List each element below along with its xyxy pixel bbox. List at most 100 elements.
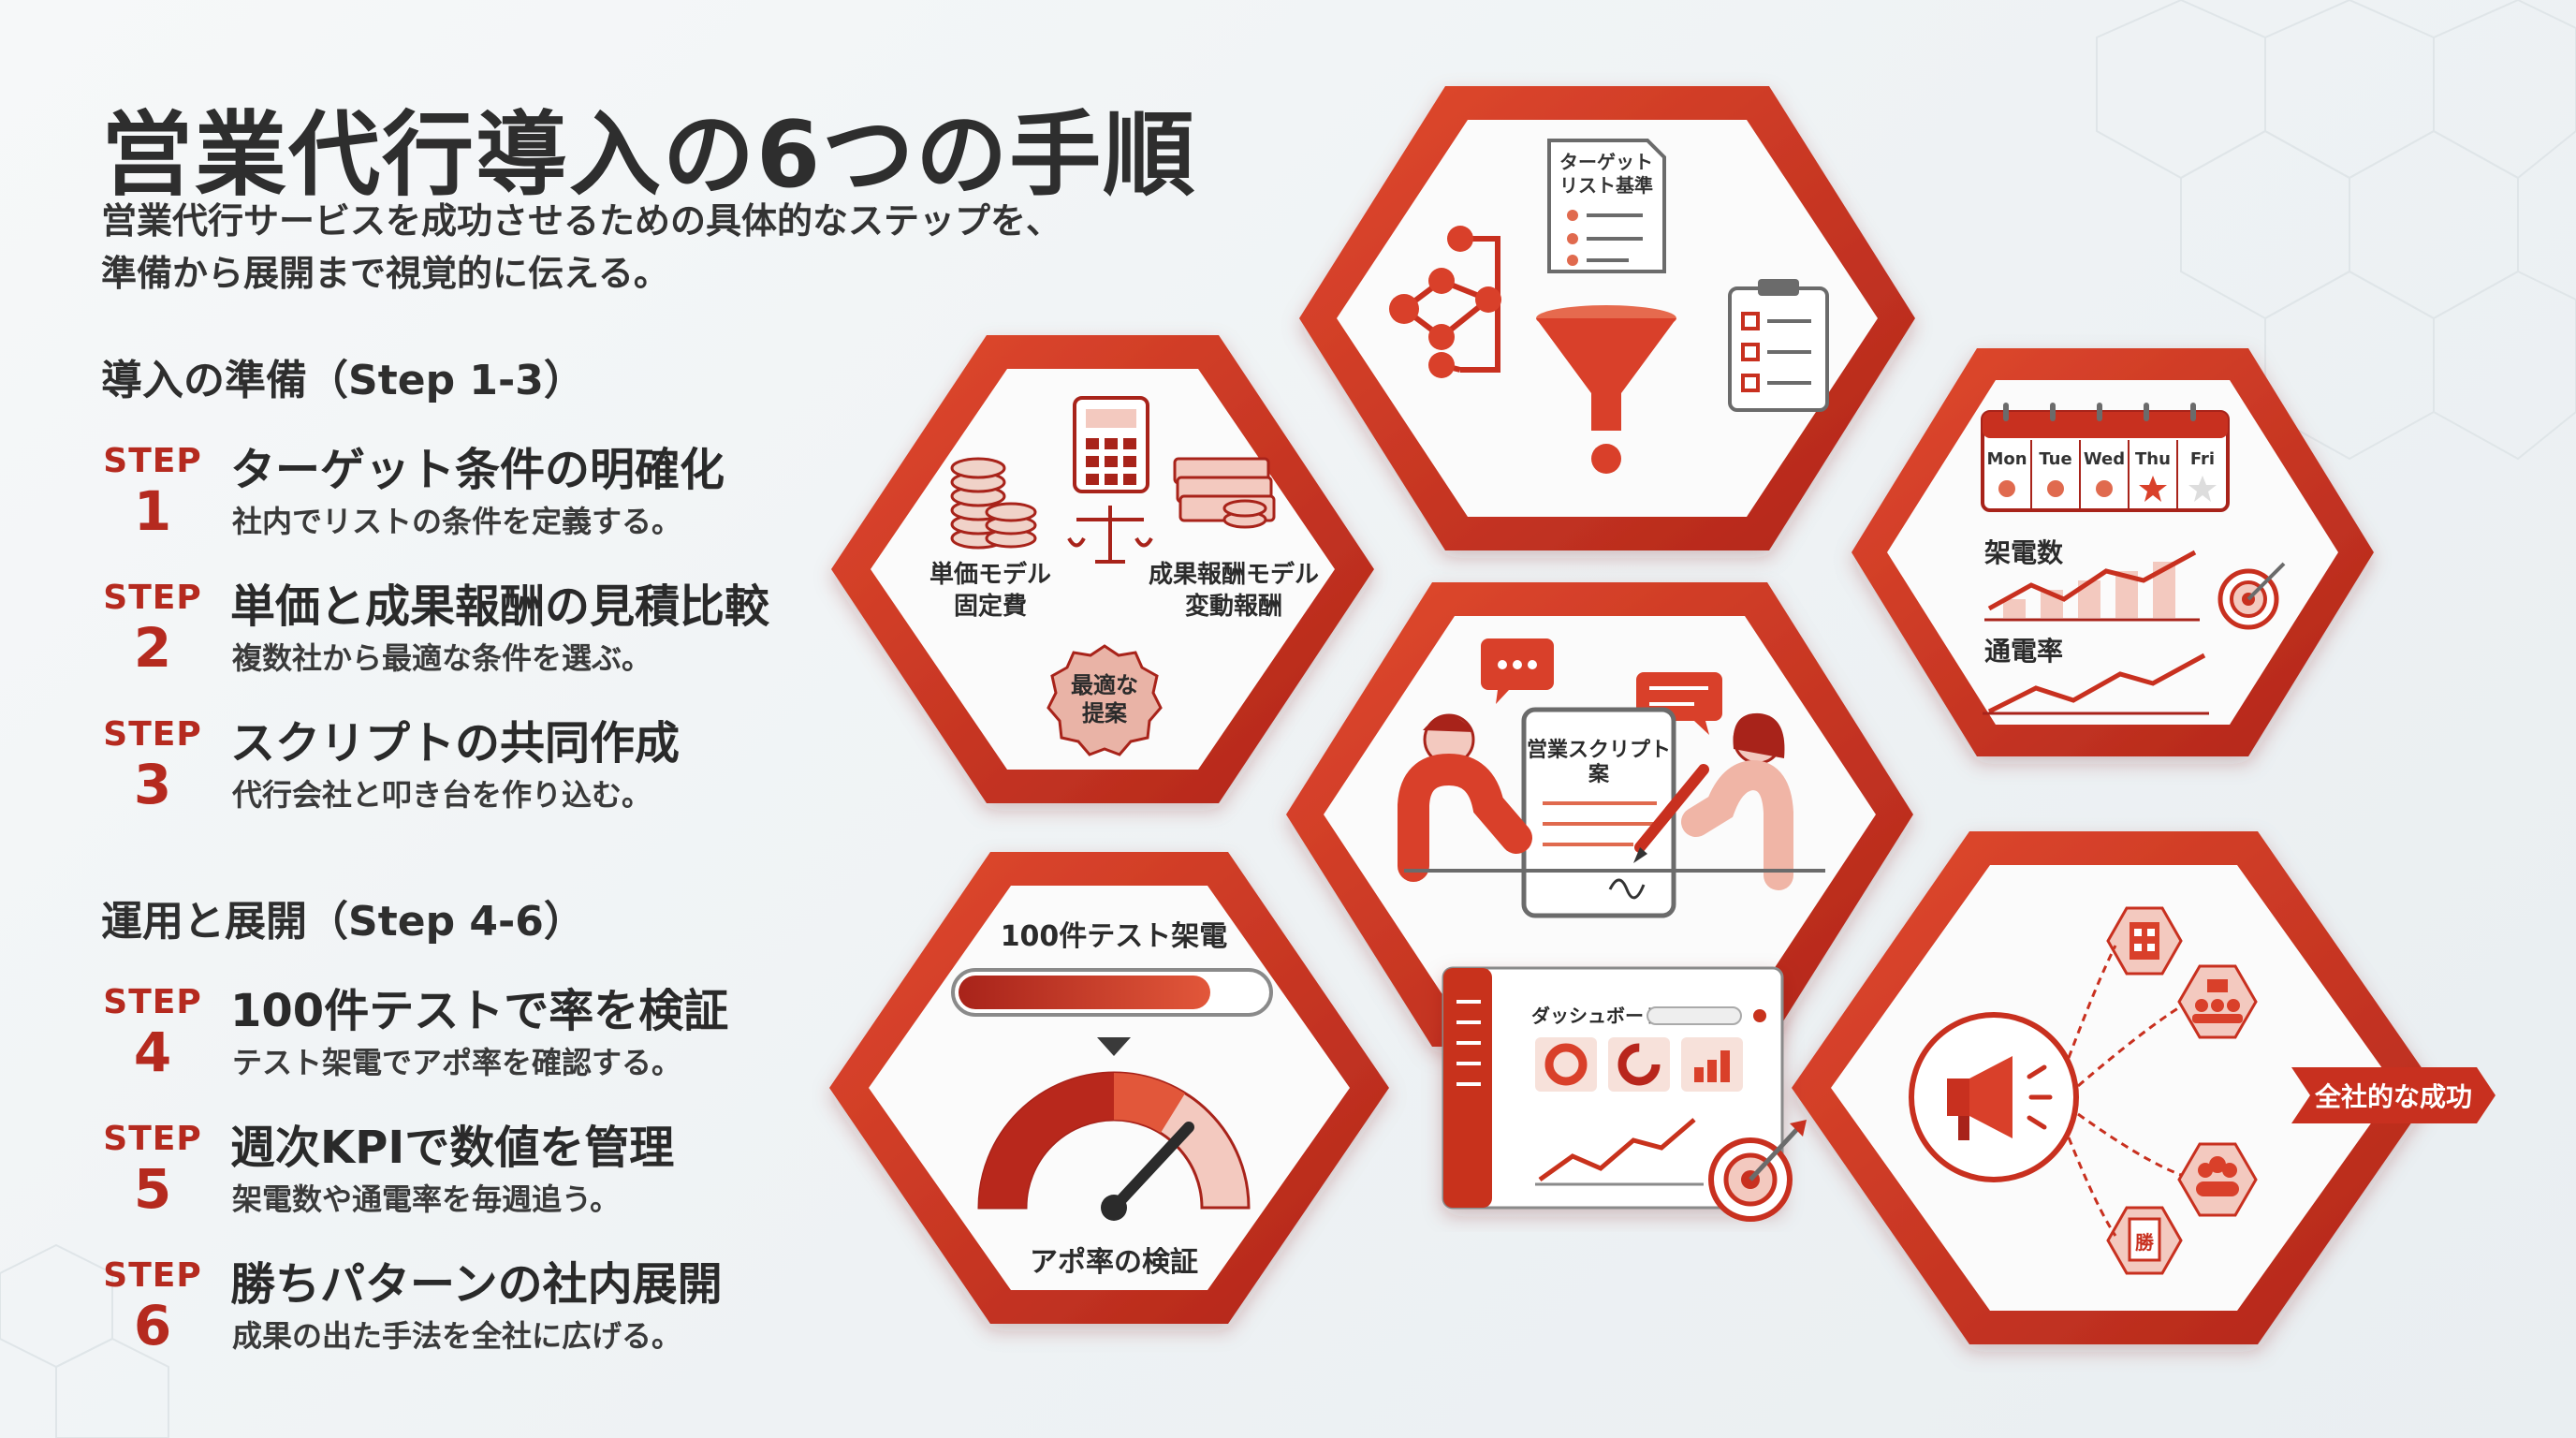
page-title: 営業代行導入の6つの手順: [101, 102, 1197, 209]
fixed-cost-label: 固定費: [954, 592, 1027, 621]
connector-lines: [2067, 945, 2182, 1237]
team-meeting-hex-icon: [2177, 964, 2258, 1039]
step-2: STEP 2 単価と成果報酬の見積比較 複数社から最適な条件を選ぶ。: [101, 569, 1037, 710]
step-title: スクリプトの共同作成: [230, 717, 681, 770]
hex-company-expansion: 勝 全社的な成功: [1792, 831, 2496, 1344]
step-number: 4: [133, 1020, 172, 1084]
best-offer-seal: 最適な 提案: [1046, 644, 1163, 756]
building-hex-icon: [2106, 906, 2183, 976]
step-label: STEP: [103, 579, 202, 617]
step-number: 6: [133, 1294, 172, 1357]
dashboard-widgets: [1535, 1037, 1743, 1092]
document-icon: ターゲット リスト基準: [1547, 139, 1666, 273]
step-label: STEP: [103, 442, 202, 480]
doc-title-1: ターゲット: [1559, 151, 1653, 173]
funnel-icon: [1536, 305, 1676, 474]
step-description: 代行会社と叩き台を作り込む。: [232, 777, 652, 813]
step-title: 勝ちパターンの社内展開: [230, 1258, 723, 1311]
step-number: 5: [133, 1157, 172, 1221]
chat-bubble-icon: [1481, 638, 1554, 704]
step-6: STEP 6 勝ちパターンの社内展開 成果の出た手法を全社に広げる。: [101, 1247, 1037, 1387]
step-label: STEP: [103, 1256, 202, 1295]
step-title: 単価と成果報酬の見積比較: [230, 580, 770, 633]
step-title: ターゲット条件の明確化: [230, 444, 725, 496]
day-fri: Fri: [2190, 449, 2215, 469]
flowchart-nodes: [1389, 226, 1501, 378]
hex-script: 営業スクリプト 案: [1286, 582, 1913, 1047]
hex-test-call: 100件テスト架電 アポ率の検証: [829, 852, 1389, 1324]
reward-model-label: 成果報酬モデル: [1149, 560, 1319, 589]
calls-label: 架電数: [1984, 537, 2064, 568]
person-left-icon: [1398, 713, 1532, 882]
step-4: STEP 4 100件テストで率を検証 テスト架電でアポ率を確認する。: [101, 974, 1037, 1114]
person-right-icon: [1681, 712, 1793, 890]
tablet-title-2: 案: [1588, 762, 1610, 786]
variable-reward-label: 変動報酬: [1185, 592, 1282, 621]
dashboard-search-bar: [1647, 1006, 1742, 1025]
star-icon: [2139, 476, 2167, 502]
fixed-model-label: 単価モデル: [929, 560, 1051, 589]
coin-stack-icon: [950, 457, 1037, 550]
hex-weekly-kpi: Mon Tue Wed Thu Fri 架電数 通電率: [1852, 348, 2374, 756]
hex-target-list: ターゲット リスト基準: [1299, 86, 1915, 550]
building-sign: 勝: [2135, 1231, 2155, 1254]
seal-text-1: 最適な: [1071, 672, 1138, 698]
team-hex-icon: [2177, 1142, 2258, 1217]
dashboard-target-icon: [1708, 1120, 1807, 1222]
day-thu: Thu: [2135, 449, 2171, 469]
calls-trend-chart: [1984, 550, 2200, 622]
office-building-hex-icon: 勝: [2106, 1206, 2183, 1275]
step-label: STEP: [103, 983, 202, 1021]
page-subtitle: 営業代行サービスを成功させるための具体的なステップを、 準備から展開まで視覚的に…: [101, 195, 1061, 300]
step-number: 2: [133, 616, 172, 680]
connect-rate-trend-chart: [1983, 653, 2209, 715]
balance-scale-icon: [1067, 506, 1153, 564]
step-title: 100件テストで率を検証: [230, 985, 729, 1037]
step-3: STEP 3 スクリプトの共同作成 代行会社と叩き台を作り込む。: [101, 706, 1037, 846]
tablet-title-1: 営業スクリプト: [1527, 738, 1671, 762]
appointment-rate-gauge: [977, 1071, 1251, 1221]
megaphone-icon: [1909, 1012, 2079, 1182]
dashboard-title: ダッシュボード: [1531, 1005, 1662, 1027]
star-icon: [2188, 476, 2217, 502]
step-label: STEP: [103, 1120, 202, 1158]
pen-icon: [1633, 764, 1709, 863]
step-description: 成果の出た手法を全社に広げる。: [232, 1318, 682, 1354]
test-call-label: 100件テスト架電: [1001, 920, 1228, 953]
step-number: 1: [133, 479, 172, 543]
subtitle-line-2: 準備から展開まで視覚的に伝える。: [101, 253, 669, 294]
calculator-icon: [1073, 396, 1149, 493]
company-success-ribbon: 全社的な成功: [2291, 1067, 2496, 1123]
connect-rate-label: 通電率: [1984, 636, 2063, 667]
dashboard-trend-chart: [1535, 1118, 1704, 1186]
step-description: テスト架電でアポ率を確認する。: [232, 1045, 682, 1080]
subtitle-line-1: 営業代行サービスを成功させるための具体的なステップを、: [101, 200, 1062, 242]
checklist-clipboard-icon: [1728, 279, 1829, 412]
day-tue: Tue: [2039, 449, 2071, 469]
step-description: 複数社から最適な条件を選ぶ。: [232, 640, 652, 676]
seal-text-2: 提案: [1082, 700, 1128, 726]
step-description: 社内でリストの条件を定義する。: [232, 504, 682, 539]
step-number: 3: [133, 753, 172, 816]
day-wed: Wed: [2084, 449, 2125, 469]
hex-pricing: 単価モデル 固定費 成果報酬モデル 変動報酬 最適な 提案: [831, 335, 1374, 803]
step-description: 架電数や通電率を毎週追う。: [232, 1181, 621, 1217]
cash-stack-icon: [1173, 457, 1276, 529]
tablet-script-document: 営業スクリプト 案: [1521, 707, 1676, 918]
section-heading-ops: 運用と展開（Step 4-6）: [101, 898, 585, 946]
step-title: 週次KPIで数値を管理: [230, 1122, 675, 1174]
weekly-calendar: Mon Tue Wed Thu Fri: [1981, 403, 2230, 512]
doc-title-2: リスト基準: [1559, 174, 1653, 197]
step-1: STEP 1 ターゲット条件の明確化 社内でリストの条件を定義する。: [101, 433, 1037, 573]
test-progress-bar: [951, 968, 1273, 1017]
appointment-rate-label: アポ率の検証: [1030, 1246, 1198, 1279]
dashboard-window: ダッシュボード: [1442, 966, 1784, 1210]
day-mon: Mon: [1986, 449, 2027, 469]
target-icon: [2217, 562, 2286, 630]
step-5: STEP 5 週次KPIで数値を管理 架電数や通電率を毎週追う。: [101, 1110, 1037, 1251]
ribbon-text: 全社的な成功: [2314, 1081, 2472, 1112]
gauge-needle: [1108, 1122, 1194, 1213]
section-heading-prep: 導入の準備（Step 1-3）: [101, 357, 585, 404]
down-arrow-icon: [1097, 1037, 1131, 1056]
